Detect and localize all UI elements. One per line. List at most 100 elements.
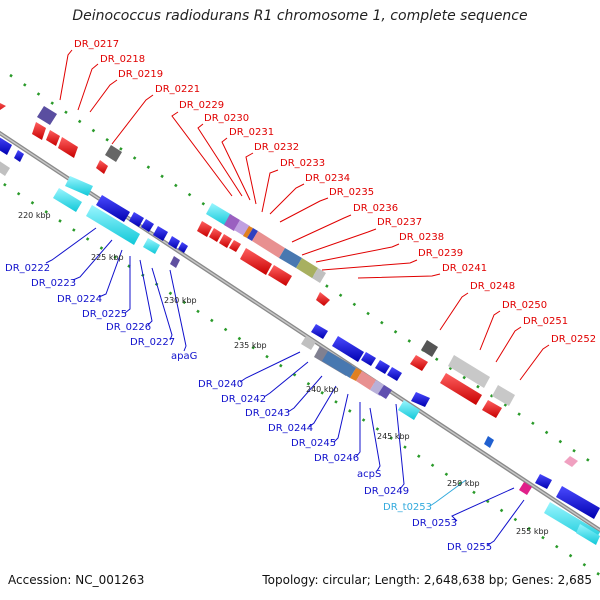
gene-label-dr-t0253[interactable]: DR_t0253 bbox=[383, 502, 432, 513]
gene-label-dr0238[interactable]: DR_0238 bbox=[399, 232, 444, 243]
gene-dr0217-arrow[interactable] bbox=[0, 100, 6, 114]
gene-left-blue2[interactable] bbox=[14, 150, 24, 162]
gene-label-dr0231[interactable]: DR_0231 bbox=[229, 127, 274, 138]
gene-label-dr0232[interactable]: DR_0232 bbox=[254, 142, 299, 153]
gene-dr0255-blue[interactable] bbox=[556, 486, 600, 519]
gene-label-dr0234[interactable]: DR_0234 bbox=[305, 173, 350, 184]
gene-dr0249-cyan[interactable] bbox=[398, 400, 420, 420]
gene-label-dr0229[interactable]: DR_0229 bbox=[179, 100, 224, 111]
gene-grey-block[interactable] bbox=[105, 145, 122, 162]
gene-dr0253-magenta[interactable] bbox=[519, 482, 532, 495]
gene-label-apag[interactable]: apaG bbox=[171, 351, 197, 362]
gene-dr0235-arrow[interactable] bbox=[209, 228, 222, 242]
gene-cluster2-pink[interactable] bbox=[356, 371, 376, 390]
gene-dr0238-arrow[interactable] bbox=[240, 248, 272, 275]
gene-label-dr0243[interactable]: DR_0243 bbox=[245, 408, 290, 419]
gene-dr0250-grey[interactable] bbox=[448, 355, 490, 388]
gene-label-dr0230[interactable]: DR_0230 bbox=[204, 113, 249, 124]
gene-cluster-cyan[interactable] bbox=[206, 203, 232, 226]
gene-label-dr0253[interactable]: DR_0253 bbox=[412, 518, 457, 529]
gene-apag2-blue[interactable] bbox=[168, 236, 180, 249]
gene-dr0221b-arrow[interactable] bbox=[58, 137, 78, 158]
gene-dr0237-arrow[interactable] bbox=[229, 240, 241, 252]
gene-dr0219-arrow[interactable] bbox=[32, 122, 46, 140]
gene-trna-blue[interactable] bbox=[484, 436, 494, 448]
gene-label-dr0255[interactable]: DR_0255 bbox=[447, 542, 492, 553]
gene-dr0221-arrow[interactable] bbox=[46, 130, 60, 146]
gene-cluster-pink[interactable] bbox=[252, 231, 285, 258]
tick-label-255: 255 kbp bbox=[516, 527, 549, 536]
gene-dr0223-cyan[interactable] bbox=[65, 176, 93, 196]
gene-label-dr0244[interactable]: DR_0244 bbox=[268, 423, 313, 434]
gene-label-dr0249[interactable]: DR_0249 bbox=[364, 486, 409, 497]
gene-label-acps[interactable]: acpS bbox=[357, 469, 381, 480]
gene-cluster-olive[interactable] bbox=[296, 258, 318, 278]
gene-dr0224-blue[interactable] bbox=[96, 195, 130, 222]
gene-dr0245-blue[interactable] bbox=[375, 360, 390, 374]
gene-dr0239-arrow[interactable] bbox=[268, 265, 292, 286]
gene-label-dr0246[interactable]: DR_0246 bbox=[314, 453, 359, 464]
gene-dr0253-blue[interactable] bbox=[535, 474, 552, 489]
gene-dr0252-arrow[interactable] bbox=[482, 400, 502, 418]
gene-dr0255b-cyan[interactable] bbox=[576, 524, 600, 545]
gene-dr0240-blue[interactable] bbox=[311, 324, 328, 339]
gene-label-dr0225[interactable]: DR_0225 bbox=[82, 309, 127, 320]
gene-label-dr0221[interactable]: DR_0221 bbox=[155, 84, 200, 95]
gene-label-dr0217[interactable]: DR_0217 bbox=[74, 39, 119, 50]
gene-acps-purple[interactable] bbox=[378, 385, 392, 399]
gene-dr0227-cyan[interactable] bbox=[143, 238, 160, 254]
gene-label-dr0252[interactable]: DR_0252 bbox=[551, 334, 596, 345]
gene-label-dr0223[interactable]: DR_0223 bbox=[31, 278, 76, 289]
forward-leader-lines bbox=[59, 49, 550, 381]
gene-label-dr0241[interactable]: DR_0241 bbox=[442, 263, 487, 274]
gene-left-grey[interactable] bbox=[0, 160, 10, 176]
gene-label-dr0239[interactable]: DR_0239 bbox=[418, 248, 463, 259]
gene-label-dr0245[interactable]: DR_0245 bbox=[291, 438, 336, 449]
gene-label-dr0236[interactable]: DR_0236 bbox=[353, 203, 398, 214]
kbp-ticks: 220 kbp 225 kbp 230 kbp 235 kbp 240 kbp … bbox=[18, 211, 549, 536]
gene-dr0244-blue[interactable] bbox=[361, 352, 376, 366]
gene-cluster-blue[interactable] bbox=[247, 228, 258, 241]
gene-label-dr0240[interactable]: DR_0240 bbox=[198, 379, 243, 390]
gene-cluster-orange[interactable] bbox=[243, 226, 253, 238]
gene-apag-blue[interactable] bbox=[153, 226, 168, 241]
gene-dr0225-cyan[interactable] bbox=[86, 205, 140, 245]
gene-dr0248-grey[interactable] bbox=[421, 340, 438, 357]
gene-label-dr0250[interactable]: DR_0250 bbox=[502, 300, 547, 311]
gene-label-dr0218[interactable]: DR_0218 bbox=[100, 54, 145, 65]
gene-label-dr0242[interactable]: DR_0242 bbox=[221, 394, 266, 405]
gene-cluster2-steel[interactable] bbox=[322, 351, 356, 378]
gene-dr0249-blue[interactable] bbox=[411, 392, 430, 407]
gene-dr0222-cyan[interactable] bbox=[53, 188, 82, 212]
gene-dr0226b-blue[interactable] bbox=[141, 219, 154, 232]
gene-label-dr0222[interactable]: DR_0222 bbox=[5, 263, 50, 274]
gene-left-blue[interactable] bbox=[0, 135, 12, 155]
gene-dr0226-blue[interactable] bbox=[129, 212, 144, 227]
gene-label-dr0227[interactable]: DR_0227 bbox=[130, 337, 175, 348]
gene-apag-purple[interactable] bbox=[170, 256, 180, 268]
gene-dr0243-blue[interactable] bbox=[332, 336, 364, 362]
gene-pink-small[interactable] bbox=[564, 456, 578, 467]
gene-label-dr0251[interactable]: DR_0251 bbox=[523, 316, 568, 327]
gene-dr0234-arrow[interactable] bbox=[197, 221, 212, 237]
gene-dr0248-arrow[interactable] bbox=[410, 355, 428, 371]
gene-dr0251-grey[interactable] bbox=[492, 385, 515, 406]
gene-dr0242-grey[interactable] bbox=[301, 336, 316, 350]
gene-apag3-blue[interactable] bbox=[178, 242, 188, 253]
gene-cluster2-orange[interactable] bbox=[350, 368, 362, 381]
gene-label-dr0237[interactable]: DR_0237 bbox=[377, 217, 422, 228]
gene-label-dr0233[interactable]: DR_0233 bbox=[280, 158, 325, 169]
gene-dr0246-blue[interactable] bbox=[387, 367, 402, 381]
gene-label-dr0224[interactable]: DR_0224 bbox=[57, 294, 102, 305]
gene-label-dr0235[interactable]: DR_0235 bbox=[329, 187, 374, 198]
gene-dr0236-arrow[interactable] bbox=[219, 234, 232, 248]
gene-label-dr0226[interactable]: DR_0226 bbox=[106, 322, 151, 333]
gene-cluster-grey[interactable] bbox=[312, 268, 326, 283]
gene-dr0250-arrow[interactable] bbox=[440, 373, 482, 405]
gene-label-dr0248[interactable]: DR_0248 bbox=[470, 281, 515, 292]
gene-dr0218-box[interactable] bbox=[37, 106, 57, 125]
gene-label-dr0219[interactable]: DR_0219 bbox=[118, 69, 163, 80]
gene-cluster-steel[interactable] bbox=[279, 248, 302, 268]
gene-dr0241-arrow[interactable] bbox=[316, 292, 330, 306]
gene-red-small[interactable] bbox=[96, 160, 108, 174]
